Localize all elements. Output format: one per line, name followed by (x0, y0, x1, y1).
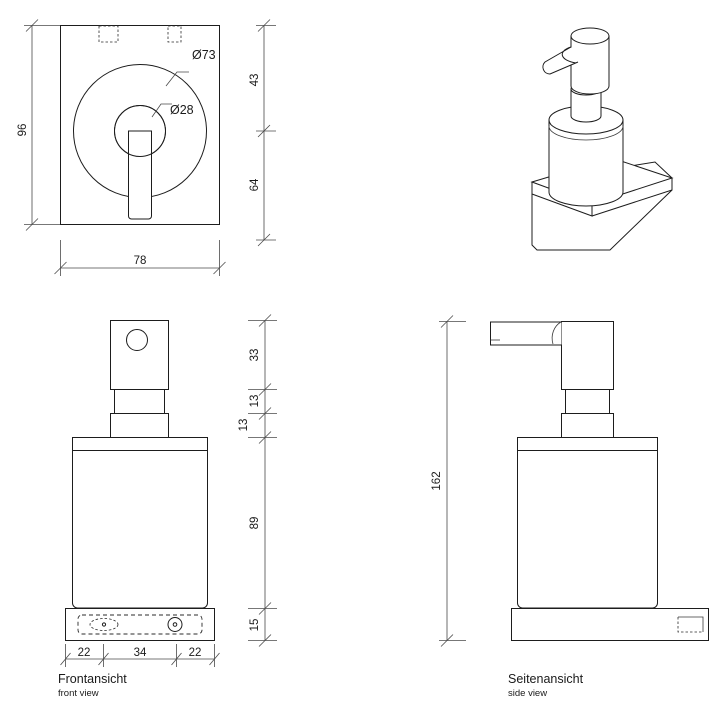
mixer-hub-circle-overlay (114, 105, 166, 157)
caption-front-view: Frontansicht front view (58, 672, 127, 699)
view-isometric-dispenser (530, 27, 674, 251)
label-dim-96: 96 (17, 124, 29, 137)
iso-base-edge-right (591, 178, 673, 217)
caption-front-view-en: front view (58, 687, 99, 699)
dimension-13-lower: 13 (238, 413, 277, 444)
caption-side-view: Seitenansicht side view (508, 672, 583, 699)
side-fixing-outline (678, 616, 704, 632)
side-spout-fillet (551, 321, 562, 345)
front-mount-hole-center (172, 622, 178, 627)
label-dim-64: 64 (249, 178, 261, 191)
leader-dia-73 (165, 71, 189, 87)
dimension-15: 15 (248, 608, 277, 647)
caption-side-view-en: side view (508, 687, 548, 699)
fixing-slot-left (98, 25, 119, 43)
iso-pump-head-top-ellipse (570, 27, 610, 45)
side-neck-lower (561, 413, 614, 438)
iso-bottle-body (548, 119, 624, 207)
label-dim-162: 162 (431, 471, 443, 490)
iso-pump-head (570, 35, 610, 95)
iso-bottle-shoulder-line (548, 125, 624, 141)
label-dim-89: 89 (249, 517, 261, 530)
label-dim-13-lower: 13 (238, 419, 250, 432)
dimension-162: 162 (431, 315, 466, 647)
front-mount-slot-center (101, 622, 107, 627)
dimension-89: 89 (248, 437, 277, 615)
label-dim-34: 34 (134, 647, 147, 659)
front-hidden-mount-plate (77, 614, 203, 635)
side-bottle-cap-band (517, 437, 658, 451)
front-bottle-cap-band (72, 437, 208, 451)
dimension-64: 64 (249, 131, 276, 247)
dimension-22-left: 22 (60, 644, 109, 667)
leader-dia-28 (151, 103, 172, 118)
iso-base-edge-left (531, 182, 593, 217)
view-front-dispenser: 33 13 13 89 (60, 314, 277, 667)
label-dim-15: 15 (249, 619, 261, 632)
dimension-78: 78 (54, 240, 226, 276)
label-dim-78: 78 (134, 255, 147, 267)
iso-neck (570, 88, 602, 123)
side-pump-head (561, 321, 614, 390)
mixer-lever-handle (128, 130, 152, 220)
iso-spout-joint (561, 46, 577, 64)
caption-front-view-de: Frontansicht (58, 672, 127, 686)
dimension-96: 96 (17, 19, 60, 231)
label-dim-13-upper: 13 (249, 395, 261, 408)
label-dia-73: Ø73 (192, 48, 216, 62)
front-pump-head (110, 320, 169, 390)
front-neck-upper (114, 389, 165, 414)
side-bottle-body (517, 450, 658, 609)
front-pump-button (126, 329, 148, 351)
side-hidden-fixing (677, 617, 703, 633)
side-base-plate (511, 608, 709, 641)
iso-spout (542, 46, 579, 75)
side-neck-upper (565, 389, 610, 414)
label-dim-33: 33 (249, 349, 261, 362)
front-bottle-body (72, 450, 208, 609)
dimension-43: 43 (249, 19, 276, 138)
fixing-slot-right (167, 25, 182, 43)
dimension-13-upper: 13 (248, 389, 277, 420)
label-dim-22-left: 22 (78, 647, 91, 659)
dimension-22-right: 22 (176, 644, 220, 667)
front-neck-lower (110, 413, 169, 438)
front-mount-hole (167, 617, 183, 632)
label-dim-43: 43 (249, 74, 261, 87)
side-spout-arm (490, 321, 562, 346)
label-dim-22-right: 22 (189, 647, 202, 659)
caption-side-view-de: Seitenansicht (508, 672, 584, 686)
front-base-plate (65, 608, 215, 641)
dimension-33: 33 (248, 314, 277, 396)
dimension-34: 34 (103, 644, 182, 667)
front-mount-slot (89, 618, 119, 631)
view-plan-mixer: Ø73 Ø28 96 78 (17, 19, 276, 276)
label-dia-28: Ø28 (170, 103, 194, 117)
view-side-dispenser: 162 (431, 315, 709, 647)
